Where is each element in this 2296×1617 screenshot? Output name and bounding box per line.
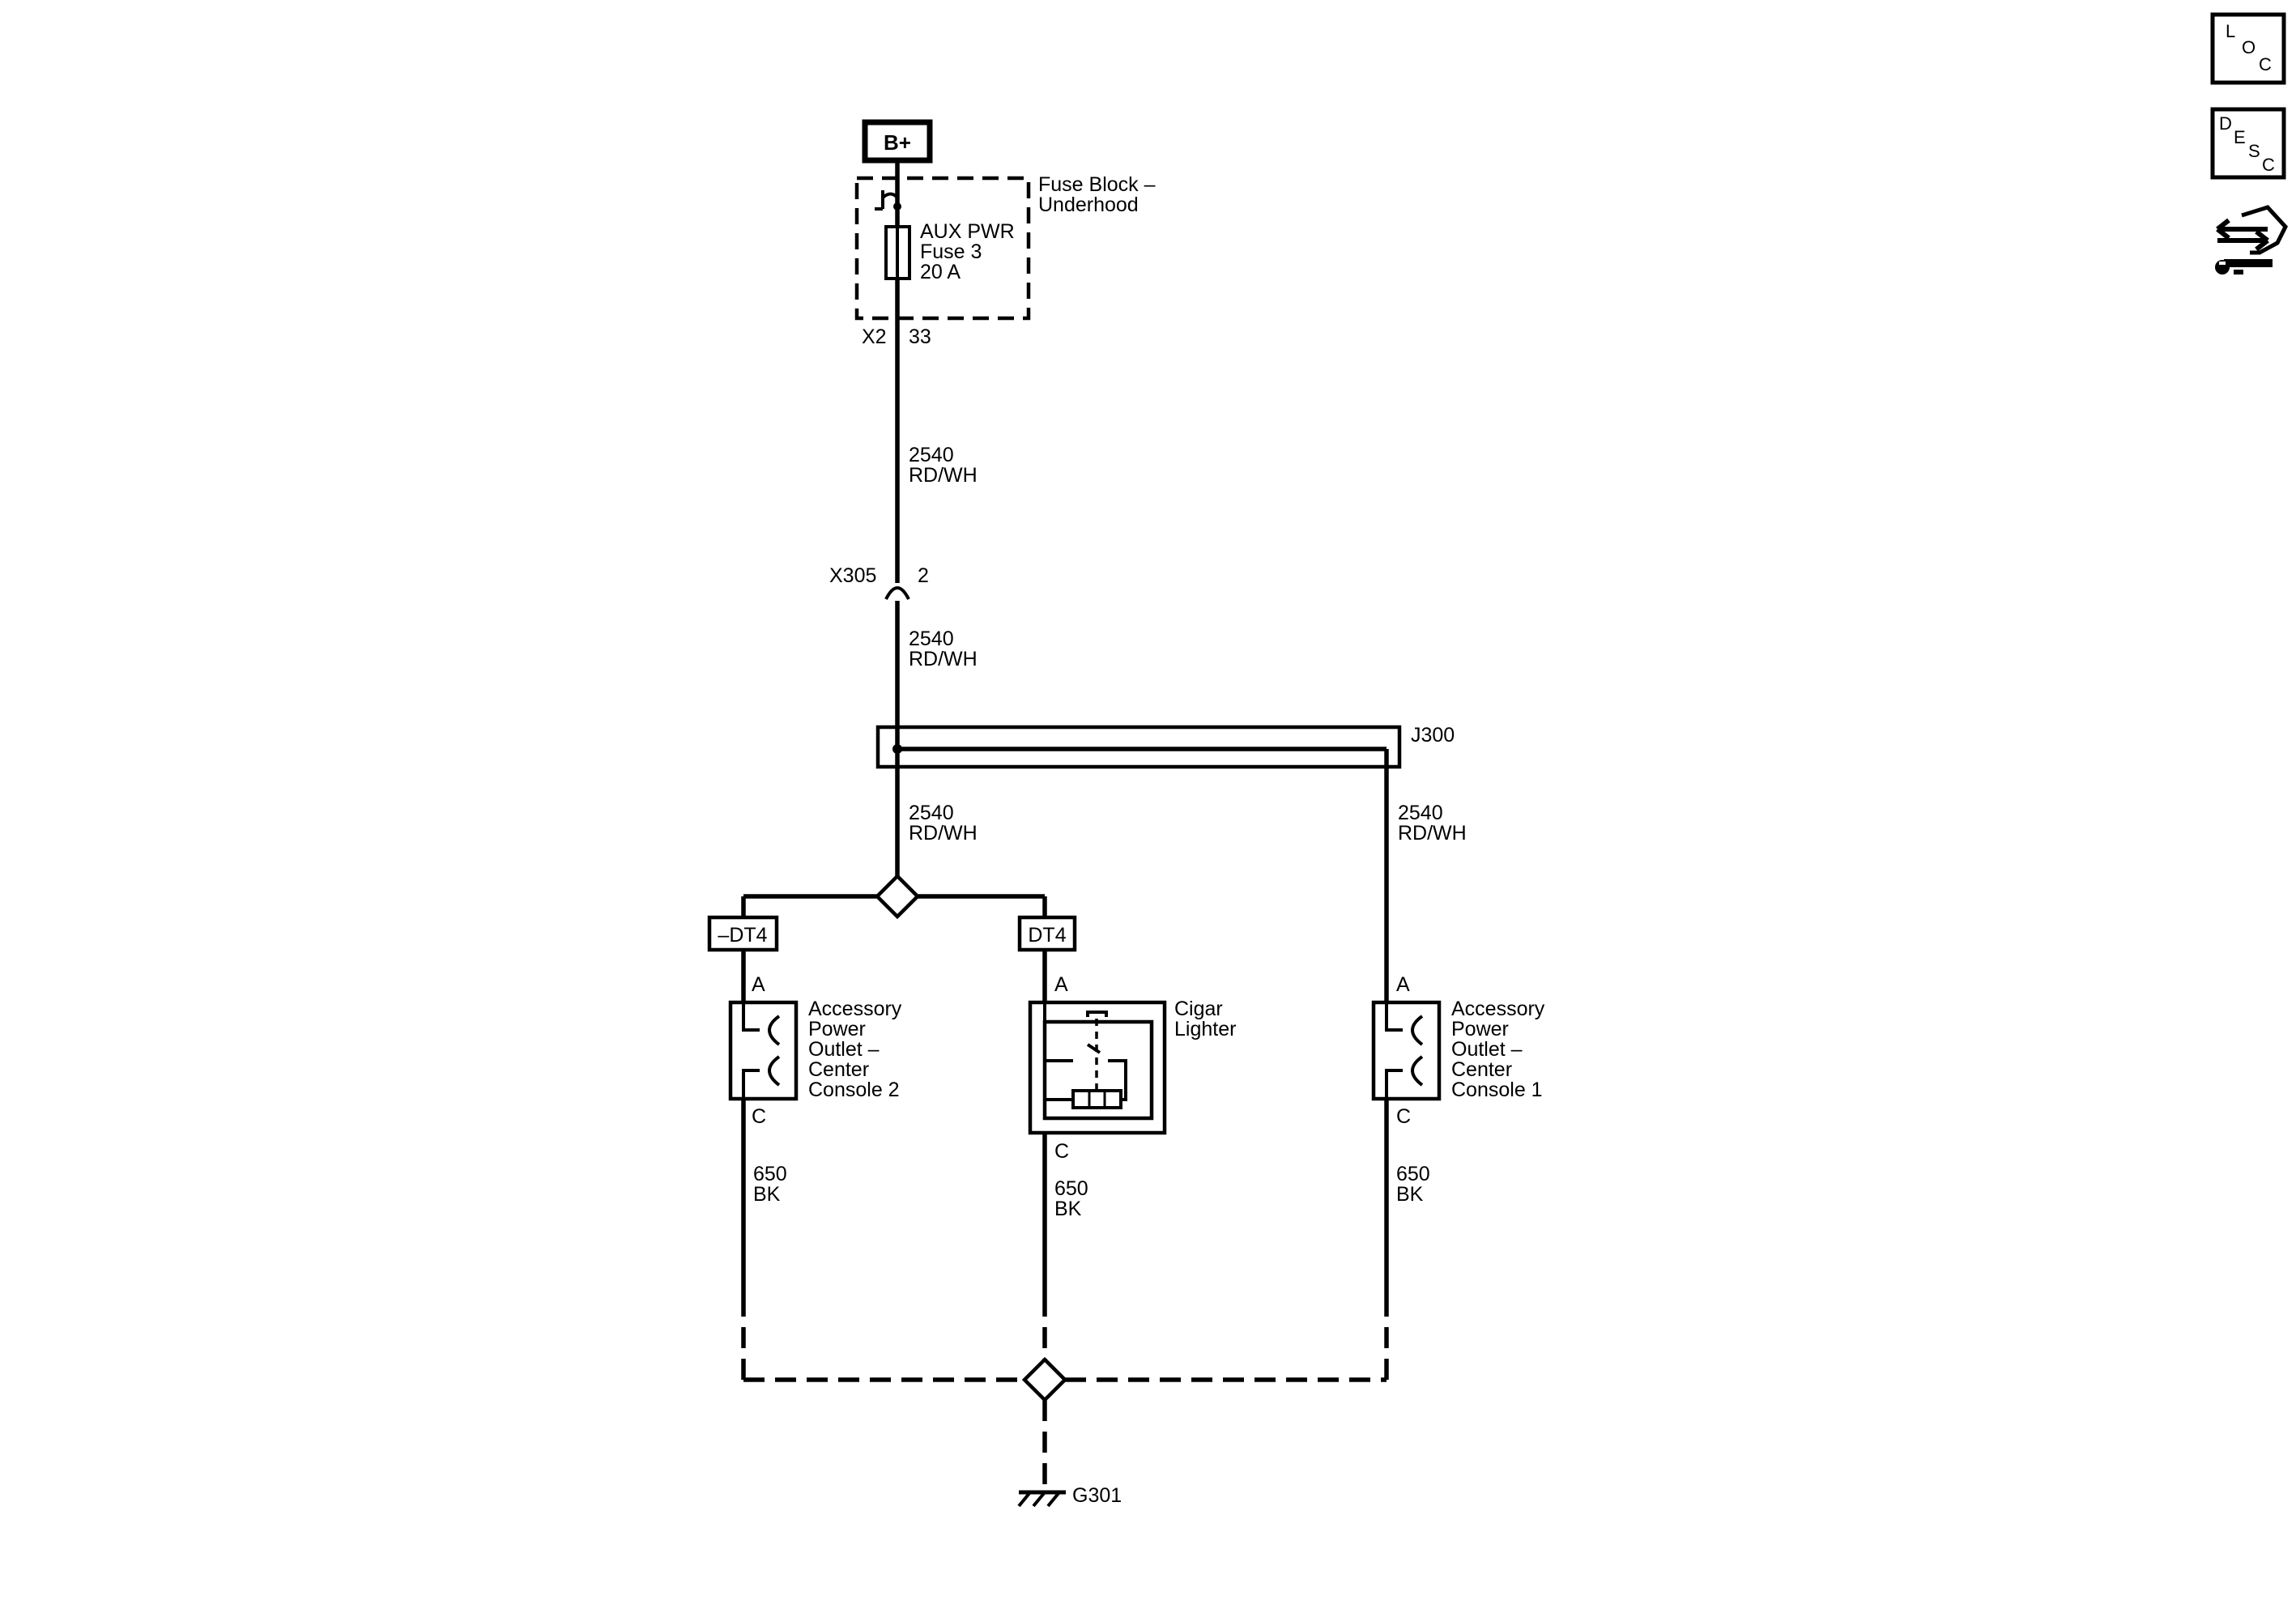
svg-text:L: L (2226, 21, 2235, 41)
svg-text:Accessory: Accessory (808, 998, 902, 1020)
desc-button[interactable]: D E S C (2210, 107, 2286, 180)
wire-label-g3: 650 BK (1396, 1163, 1430, 1206)
svg-text:RD/WH: RD/WH (909, 822, 978, 845)
ground-g301-icon: G301 (1017, 1484, 1122, 1508)
svg-text:650: 650 (753, 1163, 787, 1185)
svg-text:S: S (2248, 141, 2260, 161)
fuse-name-2: Fuse 3 (920, 240, 982, 263)
svg-text:2540: 2540 (1398, 802, 1443, 824)
outlet1-pin-c: C (1396, 1105, 1411, 1128)
svg-text:O: O (2242, 37, 2256, 57)
svg-text:–DT4: –DT4 (718, 924, 767, 947)
fuse-block-underhood: Fuse Block – Underhood (854, 173, 1156, 321)
loc-button[interactable]: L O C (2210, 12, 2286, 85)
svg-text:Console 2: Console 2 (808, 1079, 900, 1101)
wire-label-3: 2540 RD/WH (909, 802, 978, 845)
splice-diamond-ground (1021, 1356, 1068, 1403)
svg-text:E: E (2234, 127, 2246, 147)
wire-label-4: 2540 RD/WH (1398, 802, 1467, 845)
j300-label: J300 (1411, 724, 1455, 747)
fuse-name-1: AUX PWR (920, 220, 1015, 243)
svg-text:650: 650 (1396, 1163, 1430, 1185)
svg-text:RD/WH: RD/WH (1398, 822, 1467, 845)
svg-text:BK: BK (753, 1183, 781, 1206)
fuse-block-name-2: Underhood (1038, 194, 1139, 216)
svg-text:Console 1: Console 1 (1451, 1079, 1543, 1101)
outlet2-pin-a: A (752, 973, 765, 996)
svg-text:Outlet –: Outlet – (1451, 1038, 1523, 1061)
svg-text:BK: BK (1396, 1183, 1424, 1206)
cigar-lighter: A C Cigar Lighter (1028, 973, 1236, 1163)
svg-text:Center: Center (1451, 1058, 1512, 1081)
svg-text:Center: Center (808, 1058, 869, 1081)
svg-text:2540: 2540 (909, 628, 954, 650)
g301-label: G301 (1072, 1484, 1122, 1507)
svg-text:BK: BK (1054, 1198, 1082, 1220)
svg-text:2540: 2540 (909, 802, 954, 824)
svg-text:Cigar: Cigar (1174, 998, 1223, 1020)
accessory-power-outlet-console-2: A C Accessory Power Outlet – Center Cons… (728, 973, 902, 1128)
svg-text:DT4: DT4 (1028, 924, 1066, 947)
inline-connector-x305: X305 2 (829, 564, 929, 617)
fuse-rating: 20 A (920, 261, 961, 283)
splice-diamond-top (874, 873, 921, 920)
svg-text:2540: 2540 (909, 444, 954, 466)
fuse-block-name-1: Fuse Block – (1038, 173, 1156, 196)
x305-pin: 2 (918, 564, 929, 587)
battery-power-source: B+ (862, 119, 933, 164)
x305-label: X305 (829, 564, 876, 587)
svg-text:D: D (2219, 113, 2232, 134)
splice-pack-j300: J300 (875, 724, 1455, 769)
svg-text:RD/WH: RD/WH (909, 648, 978, 670)
connector-wrench-icon[interactable] (2215, 205, 2289, 274)
outlet2-pin-c: C (752, 1105, 766, 1128)
fuse-block-connector: X2 (862, 326, 887, 348)
svg-text:Outlet –: Outlet – (808, 1038, 880, 1061)
b-plus-label: B+ (884, 130, 911, 155)
option-box-dt4: DT4 (1017, 915, 1077, 952)
svg-text:RD/WH: RD/WH (909, 464, 978, 487)
lighter-pin-c: C (1054, 1140, 1069, 1163)
wire-label-2: 2540 RD/WH (909, 628, 978, 670)
svg-text:C: C (2259, 54, 2272, 74)
wire-label-1: 2540 RD/WH (909, 444, 978, 487)
lighter-pin-a: A (1054, 973, 1068, 996)
outlet1-pin-a: A (1396, 973, 1410, 996)
svg-text:650: 650 (1054, 1177, 1088, 1200)
wire-label-g2: 650 BK (1054, 1177, 1088, 1220)
svg-text:Power: Power (808, 1018, 866, 1040)
svg-text:Power: Power (1451, 1018, 1509, 1040)
svg-text:Lighter: Lighter (1174, 1018, 1236, 1040)
svg-text:Accessory: Accessory (1451, 998, 1545, 1020)
wire-label-g1: 650 BK (753, 1163, 787, 1206)
svg-text:C: C (2262, 155, 2275, 175)
aux-pwr-fuse: AUX PWR Fuse 3 20 A (884, 220, 1015, 283)
option-box-no-dt4: –DT4 (707, 915, 779, 952)
accessory-power-outlet-console-1: A C Accessory Power Outlet – Center Cons… (1371, 973, 1545, 1128)
fuse-block-pin: 33 (909, 326, 931, 348)
